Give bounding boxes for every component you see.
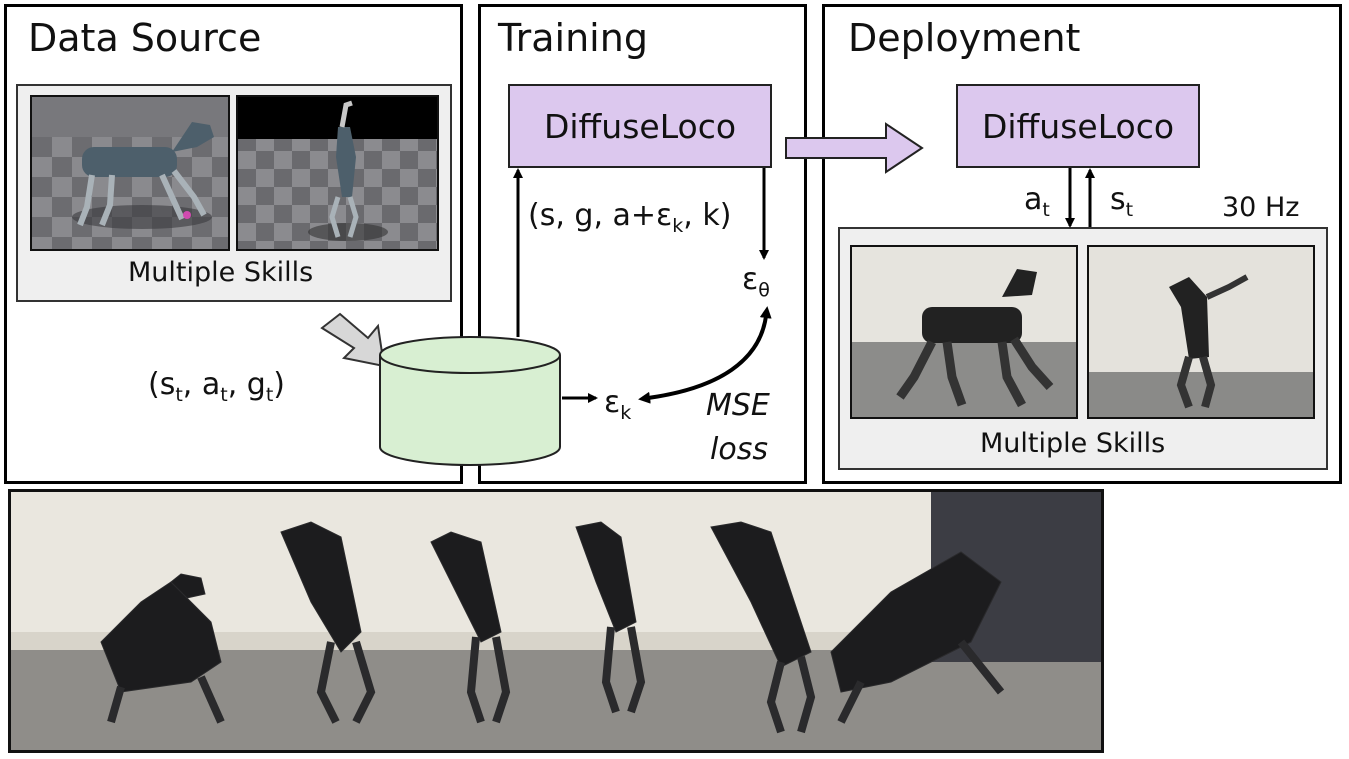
state-input-label: st [1110,182,1134,221]
control-frequency-label: 30 Hz [1222,192,1300,223]
noisy-input-label: (s, g, a+εk, k) [528,198,732,237]
predicted-noise-label: εθ [742,262,770,301]
training-model-box: DiffuseLoco [508,84,772,168]
action-output-label: at [1024,182,1050,221]
deployment-title: Deployment [848,16,1081,60]
dataset-label-line2: Dataset [438,420,536,449]
training-title: Training [498,16,648,60]
data-source-skills-caption: Multiple Skills [128,257,314,288]
training-model-label: DiffuseLoco [543,106,737,146]
mse-loss-label-line1: MSE [706,388,770,423]
deployment-model-label: DiffuseLoco [981,106,1175,146]
sim-quadruped-image [30,95,230,251]
deployment-model-box: DiffuseLoco [956,84,1200,168]
real-robot-image-2 [1087,245,1315,419]
jumping-sequence-photo [8,489,1104,753]
dataset-label-line1: Offline [444,382,528,411]
state-action-goal-tuple: (st, at, gt) [148,367,286,406]
deployment-skills-caption: Multiple Skills [980,428,1166,459]
data-source-title: Data Source [28,16,262,60]
real-robot-image-1 [850,245,1078,419]
sampled-noise-label: εk [604,385,632,424]
mse-loss-label-line2: loss [710,432,768,467]
sim-biped-image [236,95,439,251]
